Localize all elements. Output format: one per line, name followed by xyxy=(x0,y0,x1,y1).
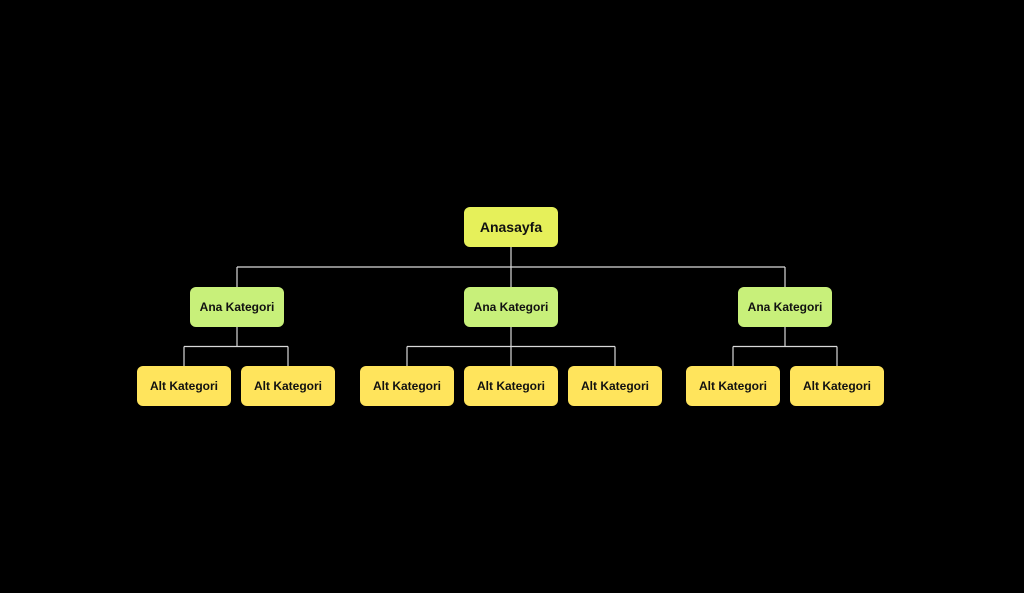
node-sub-3-2: Alt Kategori xyxy=(790,366,884,406)
node-sub-2-3: Alt Kategori xyxy=(568,366,662,406)
node-sub-3-1: Alt Kategori xyxy=(686,366,780,406)
node-category-2: Ana Kategori xyxy=(464,287,558,327)
node-sub-1-1: Alt Kategori xyxy=(137,366,231,406)
node-sub-2-2: Alt Kategori xyxy=(464,366,558,406)
node-sub-1-2: Alt Kategori xyxy=(241,366,335,406)
node-root: Anasayfa xyxy=(464,207,558,247)
node-category-1: Ana Kategori xyxy=(190,287,284,327)
node-sub-2-1: Alt Kategori xyxy=(360,366,454,406)
node-category-3: Ana Kategori xyxy=(738,287,832,327)
